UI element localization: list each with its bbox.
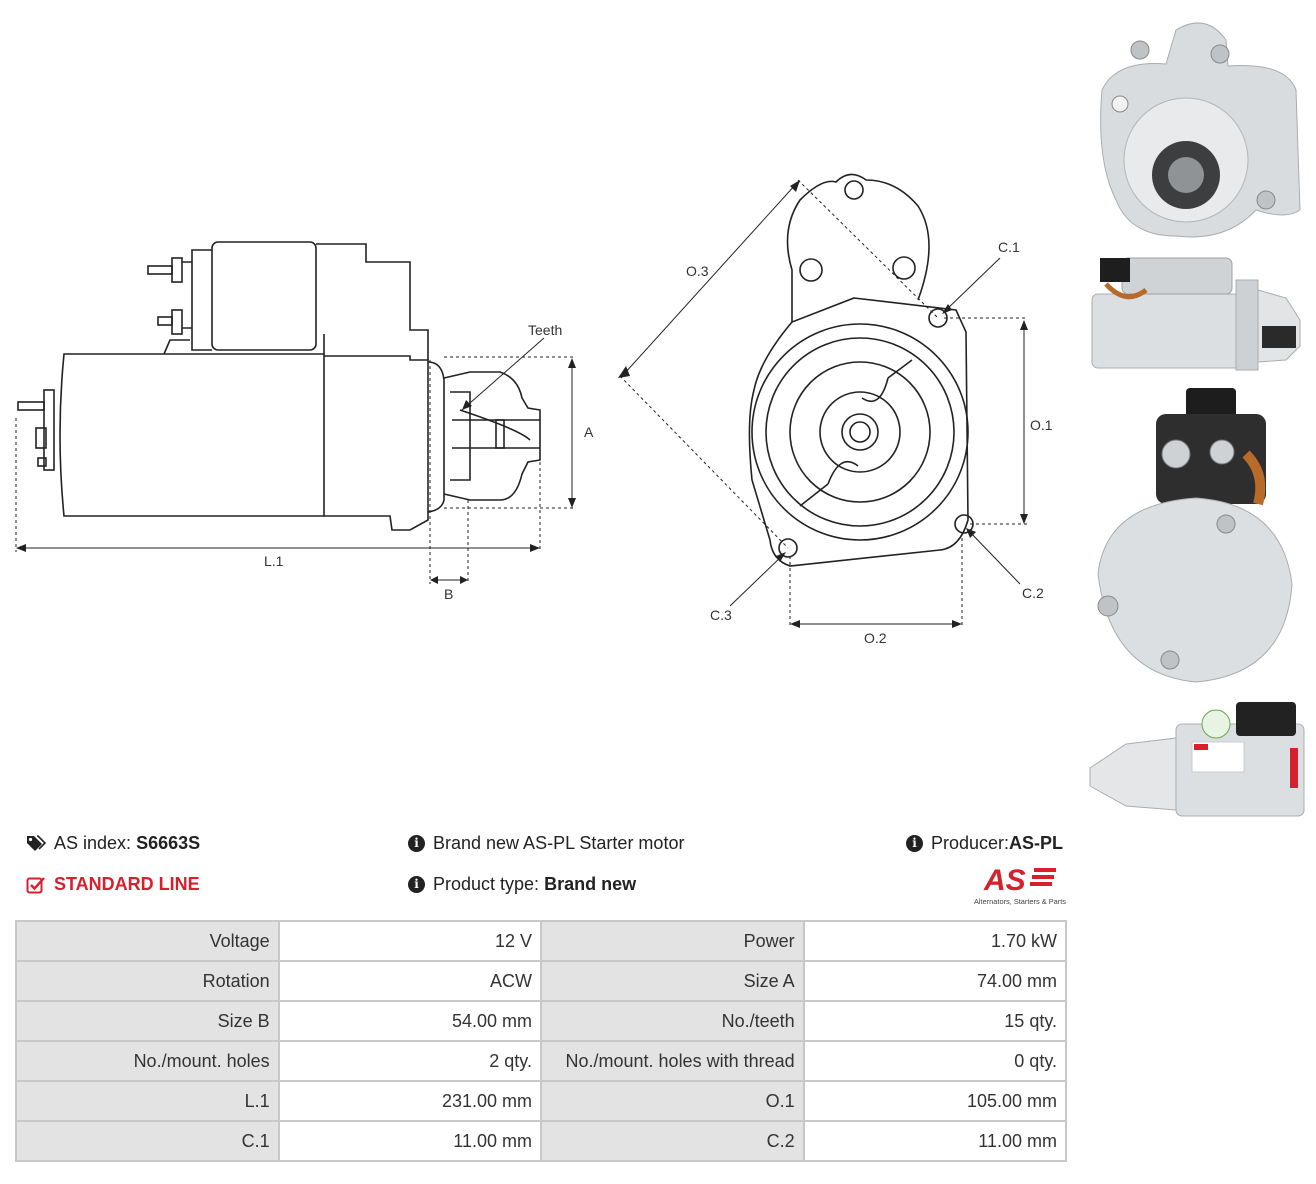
spec-value: 2 qty. [277,1040,542,1082]
as-pl-logo[interactable]: AS Alternators, Starters & Parts [962,862,1068,908]
info-icon: i [906,835,923,852]
spec-value: 1.70 kW [802,920,1068,962]
dim-c1-label: C.1 [998,239,1020,255]
producer-label: Producer: [931,833,1010,853]
info-icon: i [408,835,425,852]
spec-value: 11.00 mm [802,1120,1068,1162]
starter-side-drawing: Teeth A B L.1 [15,241,594,602]
spec-label: No./teeth [539,1000,805,1042]
product-type-label: Product type: [433,874,540,894]
logo-tagline: Alternators, Starters & Parts [974,897,1066,906]
spec-label: Size A [539,960,805,1002]
as-index-value: S6663S [136,833,201,853]
checkbox-checked-icon [26,876,45,893]
producer-row: i Producer: AS-PL [906,833,1063,854]
spec-label: No./mount. holes with thread [539,1040,805,1082]
spec-label: No./mount. holes [15,1040,280,1082]
spec-value: 12 V [277,920,542,962]
dim-c2-label: C.2 [1022,585,1044,601]
spec-label: O.1 [539,1080,805,1122]
spec-value: ACW [277,960,542,1002]
standard-line-row: STANDARD LINE [26,874,200,895]
dim-o2-label: O.2 [864,630,887,646]
spec-label: C.1 [15,1120,280,1162]
spec-label: L.1 [15,1080,280,1122]
description-row: i Brand new AS-PL Starter motor [408,833,684,854]
spec-value: 0 qty. [802,1040,1068,1082]
spec-value: 105.00 mm [802,1080,1068,1122]
dim-l1-label: L.1 [264,553,284,569]
product-photo-front[interactable] [1086,10,1308,246]
spec-value: 11.00 mm [277,1120,542,1162]
spec-value: 15 qty. [802,1000,1068,1042]
spec-label: Power [539,920,805,962]
dim-o3-label: O.3 [686,263,709,279]
as-index-row: AS index: S6663S [26,833,200,854]
teeth-label: Teeth [528,322,562,338]
spec-label: C.2 [539,1120,805,1162]
tags-icon [27,834,46,851]
product-description: Brand new AS-PL Starter motor [433,833,685,853]
dim-b-label: B [444,586,453,602]
producer-value: AS-PL [1009,833,1064,853]
as-index-label: AS index: [54,833,132,853]
spec-value: 54.00 mm [277,1000,542,1042]
product-type-row: i Product type: Brand new [408,874,636,895]
spec-label: Rotation [15,960,280,1002]
spec-value: 231.00 mm [277,1080,542,1122]
spec-value: 74.00 mm [802,960,1068,1002]
product-photo-label-side[interactable] [1086,698,1308,822]
starter-front-drawing: O.3 C.1 O.1 C.2 O.2 C.3 [618,173,1053,646]
product-type-value: Brand new [544,874,637,894]
dim-c3-label: C.3 [710,607,732,623]
spec-label: Size B [15,1000,280,1042]
dim-o1-label: O.1 [1030,417,1053,433]
logo-text: AS [983,864,1026,897]
spec-label: Voltage [15,920,280,962]
standard-line-label: STANDARD LINE [54,874,200,894]
info-icon: i [408,876,425,893]
product-photo-rear[interactable] [1086,384,1308,690]
product-photo-side[interactable] [1086,250,1308,378]
dim-a-label: A [584,424,594,440]
